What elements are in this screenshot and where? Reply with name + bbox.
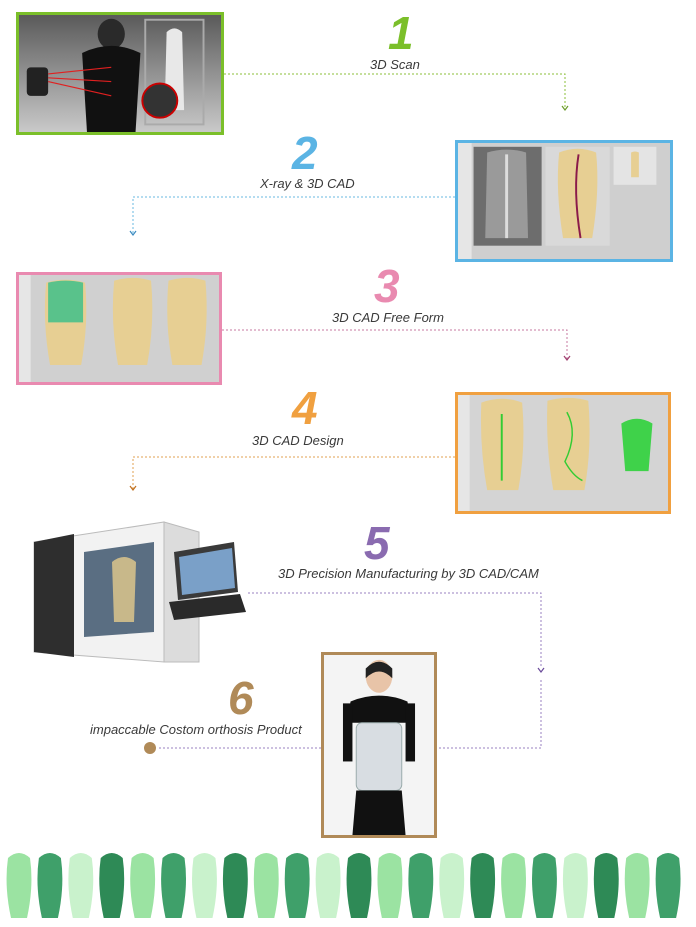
torso-model	[99, 853, 125, 918]
connector-4-5	[132, 456, 455, 490]
arrow-1	[561, 105, 569, 111]
torso-model	[6, 853, 32, 918]
arrow-4	[129, 485, 137, 491]
torso-model	[439, 853, 465, 918]
torso-models-strip	[6, 853, 681, 918]
torso-model	[624, 853, 650, 918]
torso-model	[253, 853, 279, 918]
torso-model	[346, 853, 372, 918]
step-2-number: 2	[292, 127, 318, 179]
torso-model	[532, 853, 557, 918]
step-4-number: 4	[292, 382, 318, 434]
torso-model	[192, 853, 217, 918]
torso-model	[655, 853, 681, 918]
torso-model	[161, 853, 186, 918]
end-dot	[144, 742, 156, 754]
step-5-label: 3D Precision Manufacturing by 3D CAD/CAM	[278, 566, 539, 581]
torso-model	[470, 853, 496, 918]
connector-2-3	[132, 196, 455, 235]
step-1-number: 1	[388, 7, 414, 59]
step-2-label: X-ray & 3D CAD	[260, 176, 355, 191]
xray-cad-screenshot	[455, 140, 673, 262]
connector-5-6	[248, 592, 542, 668]
step-3-number: 3	[374, 260, 400, 312]
torso-model	[562, 853, 588, 918]
torso-model	[130, 853, 156, 918]
torso-model	[593, 853, 619, 918]
step-4-label: 3D CAD Design	[252, 433, 344, 448]
torso-model	[284, 853, 310, 918]
orthosis-product-photo	[321, 652, 437, 838]
step-1-label: 3D Scan	[370, 57, 420, 72]
torso-model	[408, 853, 434, 918]
scan-photo	[16, 12, 224, 135]
step-3-label: 3D CAD Free Form	[332, 310, 444, 325]
cad-design-screenshot	[455, 392, 671, 514]
torso-model	[222, 853, 248, 918]
torso-model	[68, 853, 94, 918]
torso-model	[37, 853, 63, 918]
arrow-2	[129, 230, 137, 236]
connector-6-end	[158, 680, 542, 749]
arrow-5	[537, 667, 545, 673]
step-6-number: 6	[228, 672, 254, 724]
connector-3-4	[222, 329, 568, 360]
torso-model	[377, 853, 403, 918]
torso-model	[315, 853, 341, 918]
step-5-number: 5	[364, 517, 390, 569]
freeform-cad-screenshot	[16, 272, 222, 385]
torso-model	[501, 853, 526, 918]
arrow-3	[563, 355, 571, 361]
step-6-label: impaccable Costom orthosis Product	[90, 722, 302, 737]
connector-1-2	[224, 73, 566, 110]
cnc-machine-image	[14, 512, 250, 682]
